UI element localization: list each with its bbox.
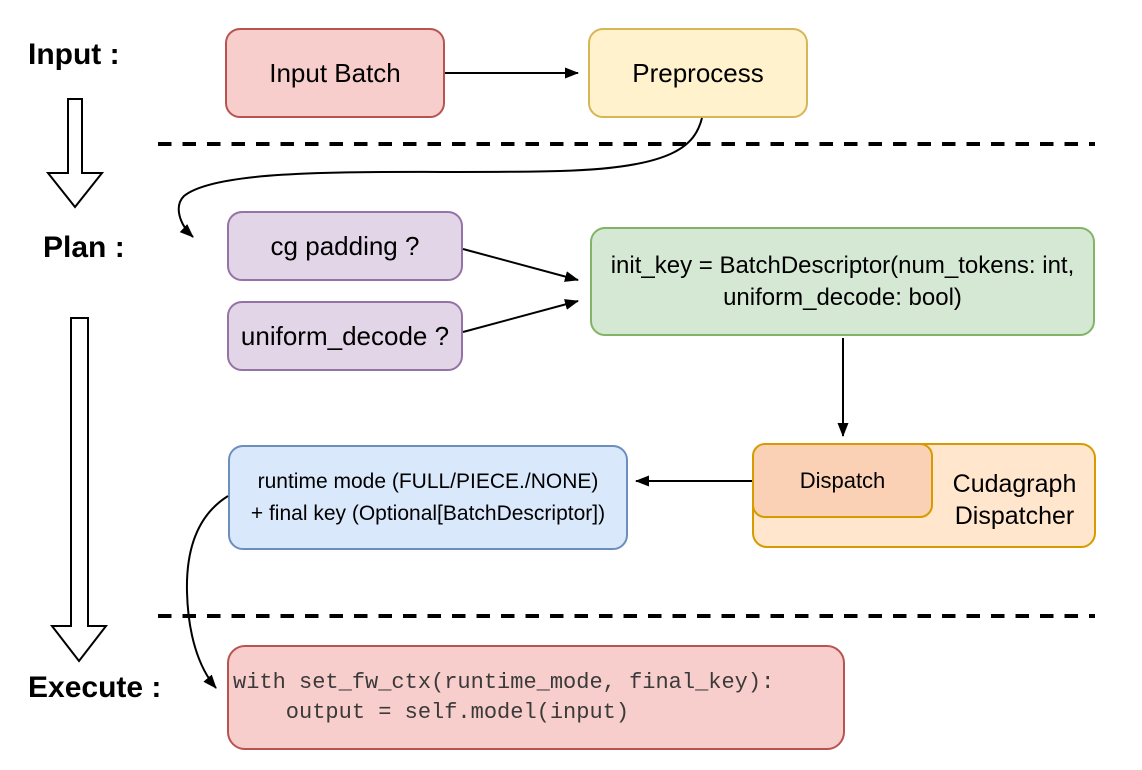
uniform-decode-label: uniform_decode ? xyxy=(240,320,450,351)
node-uniform-decode: uniform_decode ? xyxy=(227,301,463,371)
code-line2: output = self.model(input) xyxy=(233,699,630,725)
stage-label-execute: Execute : xyxy=(28,671,162,704)
input-to-plan-arrow-icon xyxy=(45,98,105,209)
stage-label-plan: Plan : xyxy=(43,231,125,264)
preprocess-label: Preprocess xyxy=(632,57,764,88)
init-key-line2: uniform_decode: bool) xyxy=(723,283,962,311)
node-input-batch: Input Batch xyxy=(225,28,445,118)
cg-padding-label: cg padding ? xyxy=(270,230,420,261)
init-key-line1: init_key = BatchDescriptor(num_tokens: i… xyxy=(610,251,1075,279)
cudagraph-line2: Dispatcher xyxy=(954,502,1075,530)
node-preprocess: Preprocess xyxy=(588,28,808,118)
runtime-mode-line2: + final key (Optional[BatchDescriptor]) xyxy=(250,501,606,525)
connector-cgpadding-to-initkey xyxy=(462,248,579,282)
runtime-mode-line1: runtime mode (FULL/PIECE./NONE) xyxy=(257,469,599,493)
plan-to-execute-arrow-icon xyxy=(49,317,109,663)
connector-runtimemode-to-executecode xyxy=(185,495,229,689)
code-line1: with set_fw_ctx(runtime_mode, final_key)… xyxy=(233,669,775,695)
cudagraph-line1: Cudagraph xyxy=(952,470,1077,498)
node-runtime-mode: runtime mode (FULL/PIECE./NONE) + final … xyxy=(228,445,628,550)
node-cg-padding: cg padding ? xyxy=(227,211,463,281)
node-init-key: init_key = BatchDescriptor(num_tokens: i… xyxy=(590,227,1095,336)
input-batch-label: Input Batch xyxy=(269,57,401,88)
connector-uniformdecode-to-initkey xyxy=(462,299,579,333)
cudagraph-dispatcher-label: Cudagraph Dispatcher xyxy=(933,452,1096,548)
node-execute-code: with set_fw_ctx(runtime_mode, final_key)… xyxy=(227,645,845,750)
dispatch-label: Dispatch xyxy=(799,467,886,493)
node-dispatch: Dispatch xyxy=(752,443,933,518)
stage-label-input: Input : xyxy=(28,38,120,71)
